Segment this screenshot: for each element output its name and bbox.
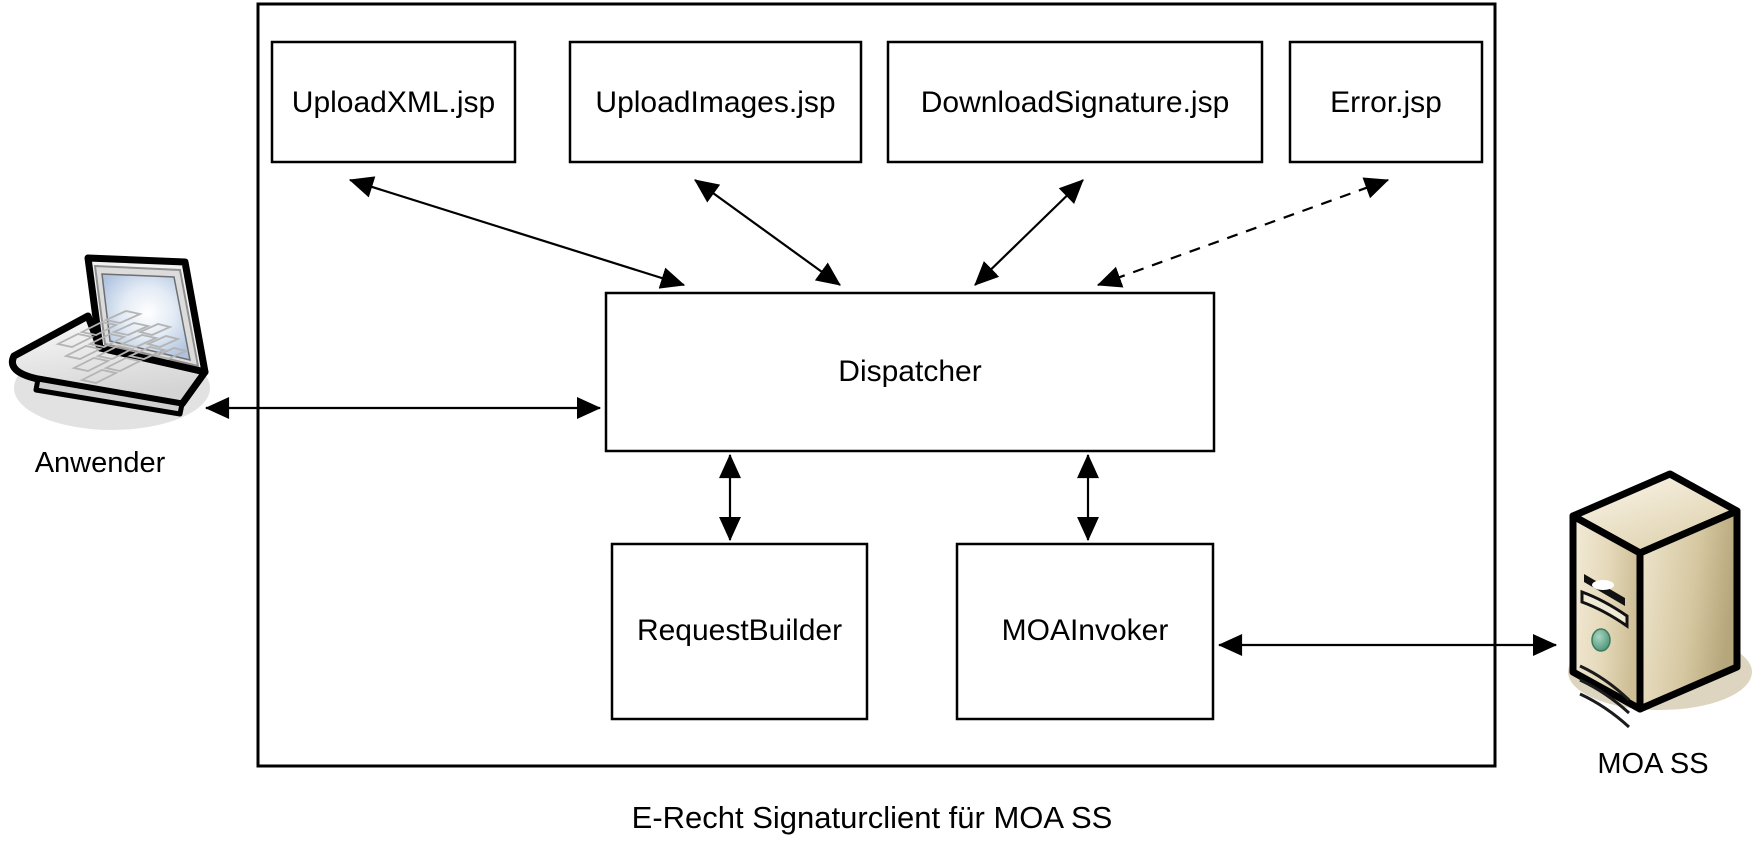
jsp-box-uploadimages-rect — [568, 40, 863, 164]
external-node-moass[interactable]: MOA SS — [1568, 470, 1752, 780]
jsp-box-uploadxml[interactable]: UploadXML.jsp — [270, 40, 517, 164]
core-box-requestbuilder-label: RequestBuilder — [637, 614, 842, 647]
core-box-dispatcher[interactable]: Dispatcher — [604, 291, 1216, 453]
server-drive-bezel — [1580, 589, 1629, 629]
diagram-caption: E-Recht Signaturclient für MOA SS — [632, 800, 1113, 835]
external-node-moass-label: MOA SS — [1597, 748, 1708, 780]
jsp-box-downloadsignature-label: DownloadSignature.jsp — [921, 86, 1230, 119]
connection-layer — [204, 176, 1558, 656]
laptop-keyboard — [55, 310, 189, 384]
connection-uploadxml-dispatcher — [348, 176, 686, 289]
connection-downloadsignature-dispatcher — [974, 179, 1084, 286]
laptop-front-lip — [33, 376, 185, 417]
jsp-box-uploadimages[interactable]: UploadImages.jsp — [568, 40, 863, 164]
connection-errorjsp-dispatcher — [1096, 177, 1390, 288]
core-box-requestbuilder-rect — [610, 542, 869, 721]
external-node-anwender-label: Anwender — [35, 447, 166, 479]
jsp-box-uploadxml-rect — [270, 40, 517, 164]
external-node-anwender[interactable]: Anwender — [9, 254, 210, 479]
core-box-requestbuilder[interactable]: RequestBuilder — [610, 542, 869, 721]
core-box-moainvoker-label: MOAInvoker — [1002, 614, 1169, 647]
connection-uploadimages-dispatcher — [694, 179, 841, 286]
server-power-led — [1591, 628, 1611, 652]
server-vents — [1579, 664, 1631, 729]
jsp-box-uploadxml-label: UploadXML.jsp — [292, 86, 495, 119]
server-side-face — [1636, 507, 1741, 713]
system-boundary-container — [256, 2, 1497, 768]
jsp-box-errorjsp-rect — [1288, 40, 1484, 164]
core-box-moainvoker-rect — [955, 542, 1215, 721]
core-box-moainvoker[interactable]: MOAInvoker — [955, 542, 1215, 721]
jsp-box-downloadsignature[interactable]: DownloadSignature.jsp — [886, 40, 1264, 164]
server-drive-highlight — [1592, 580, 1614, 590]
core-box-dispatcher-label: Dispatcher — [838, 355, 981, 388]
jsp-box-errorjsp-label: Error.jsp — [1330, 86, 1442, 119]
core-box-dispatcher-rect — [604, 291, 1216, 453]
jsp-box-downloadsignature-rect — [886, 40, 1264, 164]
jsp-box-uploadimages-label: UploadImages.jsp — [595, 86, 835, 119]
jsp-box-errorjsp[interactable]: Error.jsp — [1288, 40, 1484, 164]
